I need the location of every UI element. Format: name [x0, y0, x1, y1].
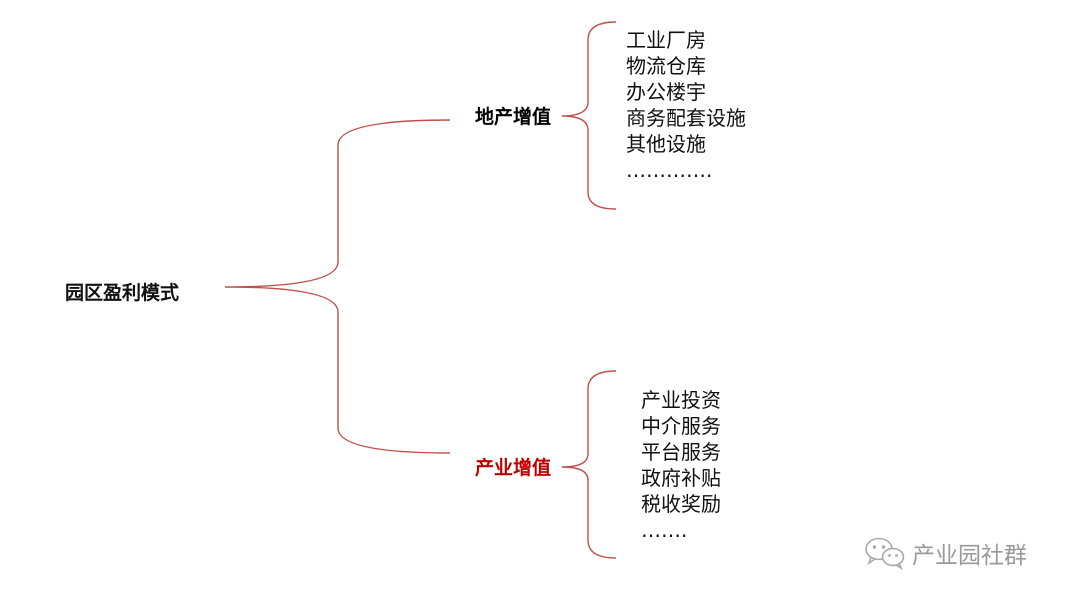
bottom-branch-brace: [561, 370, 617, 559]
industry-item-list: 产业投资 中介服务 平台服务 政府补贴 税收奖励 …….: [641, 387, 721, 543]
branch-label-real-estate: 地产增值: [475, 106, 552, 128]
watermark: 产业园社群: [864, 533, 1027, 573]
list-item: 工业厂房: [626, 28, 706, 52]
list-item: 其他设施: [626, 132, 706, 156]
list-item: 办公楼宇: [626, 80, 706, 104]
list-item: 商务配套设施: [626, 106, 746, 130]
list-item: 中介服务: [641, 414, 721, 438]
watermark-text: 产业园社群: [912, 543, 1027, 569]
root-node-label: 园区盈利模式: [65, 282, 180, 304]
list-item: 政府补贴: [641, 466, 721, 490]
root-brace: [224, 119, 451, 454]
list-item: 产业投资: [641, 388, 721, 412]
list-item: 平台服务: [641, 440, 721, 464]
list-item: 物流仓库: [626, 54, 706, 78]
list-item: ………….: [626, 158, 713, 182]
list-item: …….: [641, 518, 688, 542]
top-branch-brace: [561, 21, 617, 210]
real-estate-item-list: 工业厂房 物流仓库 办公楼宇 商务配套设施 其他设施 ………….: [626, 27, 746, 183]
list-item: 税收奖励: [641, 492, 721, 516]
wechat-icon: [865, 537, 905, 570]
branch-label-industry: 产业增值: [475, 457, 552, 479]
